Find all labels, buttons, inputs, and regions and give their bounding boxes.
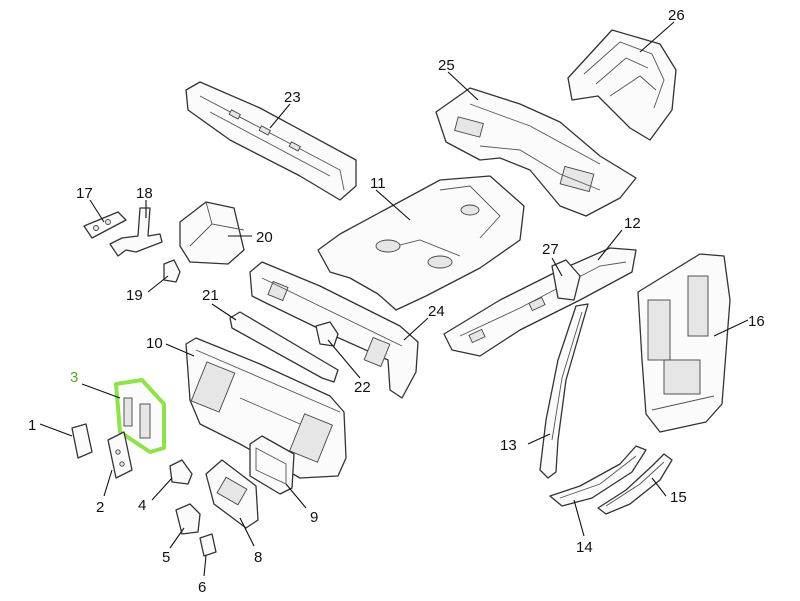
part-14-lower-rail[interactable] bbox=[549, 445, 647, 507]
callout-labels: 1 2 3 4 5 6 8 9 10 11 12 13 14 15 16 17 … bbox=[28, 7, 765, 596]
callout-11[interactable]: 11 bbox=[370, 175, 386, 192]
callout-14[interactable]: 14 bbox=[576, 539, 593, 556]
callout-24[interactable]: 24 bbox=[428, 303, 445, 320]
part-16-quarter-inner-panel[interactable] bbox=[637, 253, 731, 433]
part-11-main-floor-panel[interactable] bbox=[317, 175, 525, 311]
part-4-small-bracket[interactable] bbox=[169, 459, 193, 485]
callout-5[interactable]: 5 bbox=[162, 549, 170, 566]
callout-26[interactable]: 26 bbox=[668, 7, 685, 24]
part-8-access-panel[interactable] bbox=[205, 459, 259, 529]
part-23-cross-member[interactable] bbox=[185, 81, 357, 201]
part-22-bracket[interactable] bbox=[315, 321, 339, 347]
part-15-rear-rail[interactable] bbox=[597, 453, 673, 515]
callout-16[interactable]: 16 bbox=[748, 313, 765, 330]
callout-15[interactable]: 15 bbox=[670, 489, 687, 506]
callout-4[interactable]: 4 bbox=[138, 497, 146, 514]
callout-6[interactable]: 6 bbox=[198, 579, 206, 596]
callout-27[interactable]: 27 bbox=[542, 241, 559, 258]
part-12-side-sill-rocker[interactable] bbox=[443, 247, 637, 357]
part-3-inner-panel-highlighted[interactable] bbox=[114, 378, 166, 454]
part-20-reinforcement-box[interactable] bbox=[179, 201, 245, 265]
callout-1[interactable]: 1 bbox=[28, 417, 36, 434]
part-26-rear-floor-pan[interactable] bbox=[567, 29, 677, 141]
callout-25[interactable]: 25 bbox=[438, 57, 455, 74]
callout-3[interactable]: 3 bbox=[70, 369, 78, 386]
part-19-clip[interactable] bbox=[163, 259, 181, 283]
part-1-bracket-plate[interactable] bbox=[71, 423, 93, 459]
callout-8[interactable]: 8 bbox=[254, 549, 262, 566]
callout-19[interactable]: 19 bbox=[126, 287, 143, 304]
callout-10[interactable]: 10 bbox=[146, 335, 163, 352]
part-2-mounting-plate[interactable] bbox=[107, 431, 133, 479]
callout-9[interactable]: 9 bbox=[310, 509, 318, 526]
callout-12[interactable]: 12 bbox=[624, 215, 641, 232]
callout-23[interactable]: 23 bbox=[284, 89, 301, 106]
callout-13[interactable]: 13 bbox=[500, 437, 517, 454]
part-21-brace-bar[interactable] bbox=[229, 311, 339, 383]
part-10-rear-panel[interactable] bbox=[185, 337, 347, 479]
callout-18[interactable]: 18 bbox=[136, 185, 153, 202]
callout-2[interactable]: 2 bbox=[96, 499, 104, 516]
part-5-block[interactable] bbox=[175, 503, 201, 535]
callout-22[interactable]: 22 bbox=[354, 379, 371, 396]
part-25-floor-pan-assembly[interactable] bbox=[435, 87, 637, 217]
callout-17[interactable]: 17 bbox=[76, 185, 93, 202]
leader-lines bbox=[39, 21, 749, 577]
part-17-bracket[interactable] bbox=[83, 211, 127, 239]
part-13-rear-pillar[interactable] bbox=[539, 303, 589, 479]
callout-21[interactable]: 21 bbox=[202, 287, 219, 304]
part-6-clip[interactable] bbox=[199, 533, 217, 557]
callout-20[interactable]: 20 bbox=[256, 229, 273, 246]
part-18-hook-bracket[interactable] bbox=[109, 207, 163, 257]
